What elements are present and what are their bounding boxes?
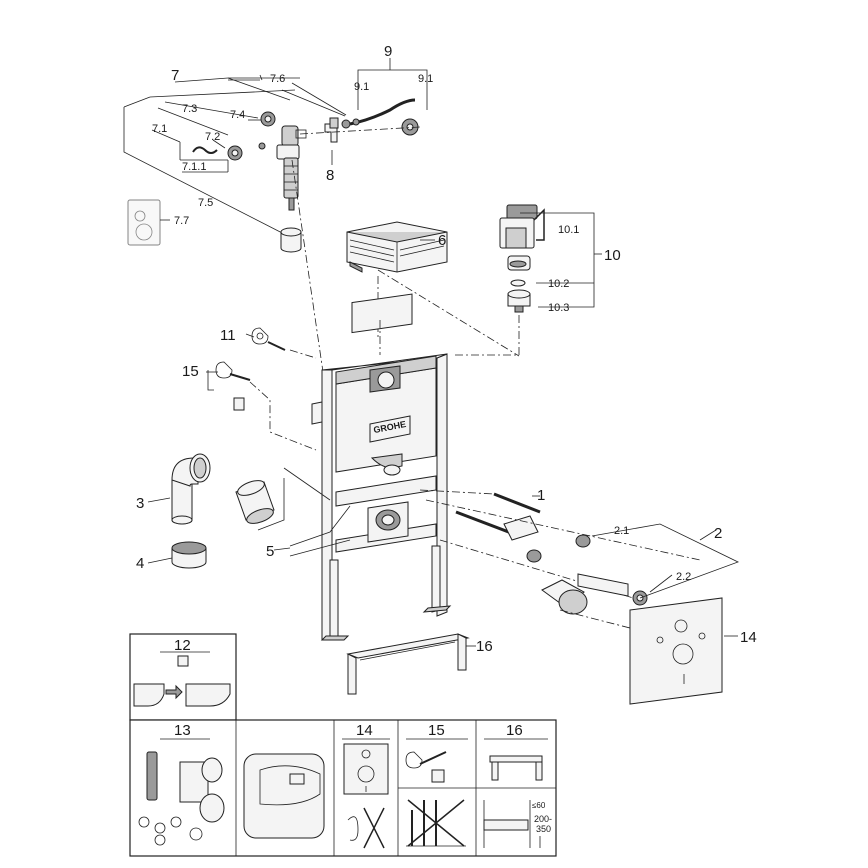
callout-4: 4 bbox=[136, 555, 144, 572]
connector-nut bbox=[401, 118, 419, 136]
grohe-logo: GROHE bbox=[369, 415, 411, 443]
callout-5: 5 bbox=[266, 543, 274, 560]
part-7-7-bag bbox=[127, 199, 161, 246]
table-col-16: 16 bbox=[506, 722, 523, 739]
callout-2: 2 bbox=[714, 525, 722, 542]
sleeve-5 bbox=[235, 480, 275, 524]
callout-14: 14 bbox=[740, 629, 757, 646]
callout-9: 9 bbox=[384, 43, 392, 60]
threaded-rods-1 bbox=[455, 492, 542, 563]
fixing-hook-11 bbox=[251, 327, 286, 351]
callout-15: 15 bbox=[182, 363, 199, 380]
group-9-leaders bbox=[357, 58, 428, 110]
bend-pipe-3 bbox=[171, 453, 211, 525]
wall-anchor-15 bbox=[207, 361, 251, 411]
callout-7-1-1: 7.1.1 bbox=[182, 161, 206, 173]
dim-range: 200- bbox=[534, 814, 552, 824]
flush-valve-10 bbox=[499, 204, 545, 313]
callout-10: 10 bbox=[604, 247, 621, 264]
callout-7: 7 bbox=[171, 67, 179, 84]
callout-3: 3 bbox=[136, 495, 144, 512]
mounting-frame bbox=[311, 293, 452, 641]
callout-7-2: 7.2 bbox=[205, 131, 220, 143]
callout-7-1: 7.1 bbox=[152, 123, 167, 135]
dim-top: ≤60 bbox=[532, 801, 546, 810]
part-7-5-cup bbox=[280, 227, 302, 253]
flex-hose-9 bbox=[341, 98, 419, 136]
callout-7-5: 7.5 bbox=[198, 197, 213, 209]
callout-2-2: 2.2 bbox=[676, 571, 691, 583]
box-12: 12 bbox=[129, 633, 237, 721]
callout-10-3: 10.3 bbox=[548, 302, 569, 314]
table-col-14: 14 bbox=[356, 722, 373, 739]
accessory-table: 13 14 15 16 bbox=[129, 719, 557, 857]
cistern-box-6 bbox=[346, 221, 448, 273]
table-col-13: 13 bbox=[174, 722, 191, 739]
callout-1: 1 bbox=[537, 487, 545, 504]
table-col-15: 15 bbox=[428, 722, 445, 739]
callout-7-7: 7.7 bbox=[174, 215, 189, 227]
angle-bracket-8 bbox=[324, 117, 339, 143]
part-7-4-washer bbox=[260, 111, 276, 127]
box-12-label: 12 bbox=[174, 637, 191, 654]
callout-10-1: 10.1 bbox=[558, 224, 579, 236]
callout-7-6: 7.6 bbox=[270, 73, 285, 85]
part-7-2-nut bbox=[227, 145, 243, 161]
callout-7-3: 7.3 bbox=[182, 103, 197, 115]
callout-11: 11 bbox=[220, 327, 236, 344]
callout-16: 16 bbox=[476, 638, 493, 655]
callout-2-1: 2.1 bbox=[614, 525, 629, 537]
cap-4 bbox=[171, 541, 207, 569]
callout-7-4: 7.4 bbox=[230, 109, 245, 121]
callout-9-1-left: 9.1 bbox=[354, 81, 369, 93]
dim-range-2: 350 bbox=[536, 824, 551, 834]
callout-6: 6 bbox=[438, 232, 446, 249]
callout-10-2: 10.2 bbox=[548, 278, 569, 290]
sound-insulation-14 bbox=[629, 597, 723, 705]
fill-valve-7 bbox=[276, 125, 307, 211]
support-bridge-16 bbox=[346, 633, 470, 695]
callout-9-1-right: 9.1 bbox=[418, 73, 433, 85]
part-7-1-clip bbox=[192, 146, 218, 154]
connection-set-2 bbox=[541, 534, 648, 615]
callout-8: 8 bbox=[326, 167, 334, 184]
